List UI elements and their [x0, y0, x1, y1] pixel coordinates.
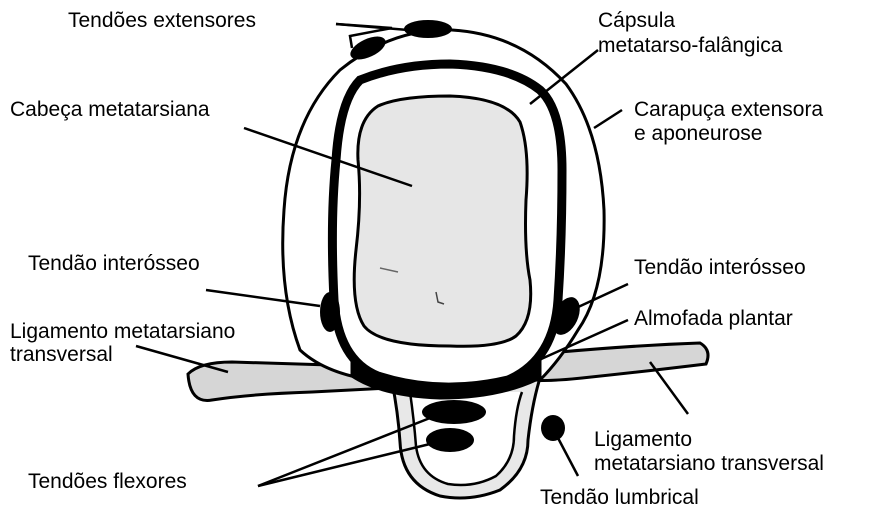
label-hood-line2: e aponeurose	[634, 122, 762, 145]
label-flexor-tendons: Tendões flexores	[28, 470, 187, 493]
label-lumbrical: Tendão lumbrical	[540, 486, 699, 509]
label-interosseous-right: Tendão interósseo	[634, 256, 806, 279]
lumbrical-tendon	[541, 415, 565, 441]
metatarsal-head	[354, 96, 531, 346]
leader-extensor-b	[336, 24, 408, 30]
interosseous-tendon-left	[320, 292, 340, 332]
extensor-tendon	[404, 20, 452, 38]
label-interosseous-left: Tendão interósseo	[28, 252, 200, 275]
label-extensor-tendons: Tendões extensores	[68, 9, 256, 32]
label-hood-line1: Carapuça extensora	[634, 98, 823, 121]
label-transverse-right-line1: Ligamento	[594, 428, 692, 451]
label-metatarsal-head: Cabeça metatarsiana	[10, 98, 210, 121]
label-transverse-right-line2: metatarsiano transversal	[594, 452, 824, 475]
label-capsule-line1: Cápsula	[598, 9, 675, 32]
flexor-tendon	[422, 400, 486, 424]
label-plantar-pad: Almofada plantar	[634, 307, 793, 330]
label-transverse-left-line1: Ligamento metatarsiano	[10, 320, 235, 343]
leader-lumbrical	[558, 438, 578, 476]
leader-transverse-left	[136, 346, 228, 372]
flexor-tendon	[426, 428, 474, 452]
label-transverse-left-line2: transversal	[10, 343, 113, 366]
leader-hood	[594, 110, 622, 128]
label-capsule-line2: metatarso-falângica	[598, 34, 782, 57]
